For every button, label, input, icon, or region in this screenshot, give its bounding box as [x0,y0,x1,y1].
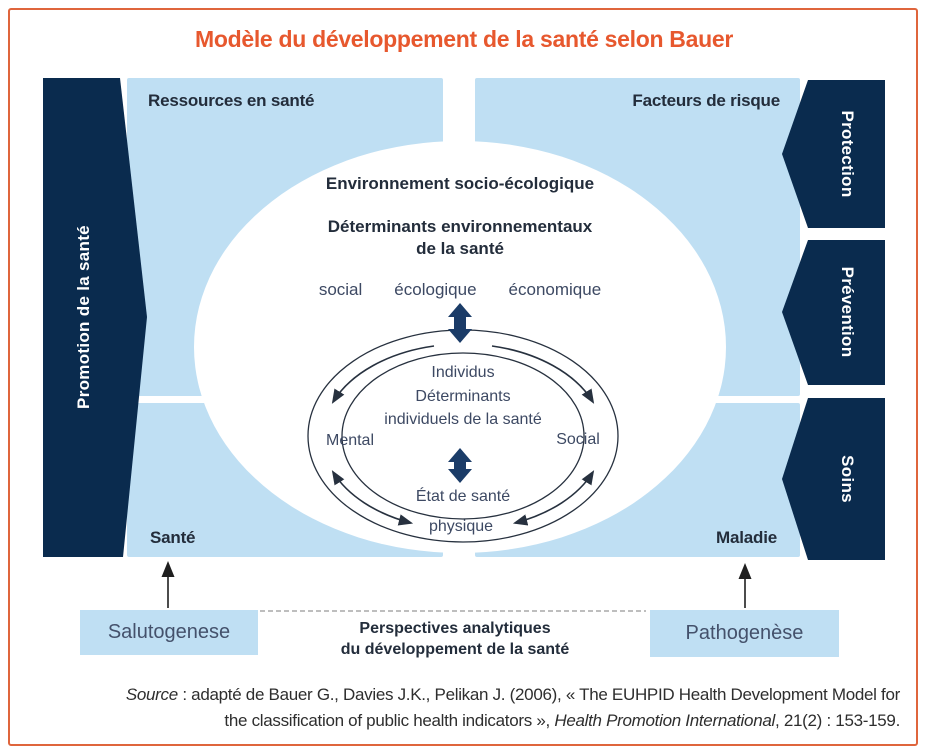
label-socio-ecological-environment: Environnement socio-écologique [325,174,595,193]
double-arrow-individual-health [448,448,472,483]
source-line-2: the classification of public health indi… [224,711,900,730]
label-health-promotion: Promotion de la santé [74,225,93,409]
promotion-band-shape [43,78,147,557]
flow-arrow-top-left [331,345,435,404]
prevention-arrow-shape [782,240,885,385]
label-dimension-ecological: écologique [394,280,477,299]
label-health: Santé [150,528,196,547]
label-disease: Maladie [716,528,777,547]
label-social: Social [556,431,600,448]
label-analytic-perspectives-line2: du développement de la santé [340,641,570,658]
label-individual-determinants-line1: Déterminants [415,388,511,405]
source-line-1: Source : adapté de Bauer G., Davies J.K.… [125,685,900,704]
label-dimension-social: social [318,280,363,299]
salutogenesis-arrow-head [161,561,175,577]
dimension-labels: social écologique économique [319,280,601,300]
label-individuals: Individus [431,364,495,381]
flow-arrow-bottom-left [331,470,414,526]
source-citation: Source : adapté de Bauer G., Davies J.K.… [30,682,900,734]
pathogenesis-box: Pathogenèse [650,610,839,657]
label-dimension-economic: économique [508,280,602,299]
label-protection: Protection [838,110,857,198]
label-analytic-perspectives-line1: Perspectives analytiques [359,620,551,637]
label-care: Soins [838,455,857,503]
label-salutogenesis: Salutogenese [107,621,231,643]
pathogenesis-arrow-head [738,563,752,579]
outer-ellipse [194,141,726,553]
care-arrow-shape [782,398,885,560]
flow-arrow-bottom-right [512,470,595,526]
label-health-state: État de santé [415,488,511,505]
label-physical: physique [428,518,494,535]
flow-arrow-top-right [491,345,595,404]
label-environmental-determinants-line1: Déterminants environnementaux [327,217,593,236]
label-pathogenesis: Pathogenèse [685,622,804,644]
label-prevention: Prévention [838,266,857,358]
double-arrow-environment-individual [448,303,472,343]
label-mental: Mental [325,432,375,449]
individual-ring-inner [341,352,585,520]
label-individual-determinants-line2: individuels de la santé [384,411,542,428]
label-environmental-determinants-line2: de la santé [416,239,504,258]
protection-arrow-shape [782,80,885,228]
label-health-resources: Ressources en santé [148,91,315,110]
label-risk-factors: Facteurs de risque [632,91,780,110]
salutogenesis-box: Salutogenese [80,610,258,655]
diagram-title: Modèle du développement de la santé selo… [194,26,734,52]
